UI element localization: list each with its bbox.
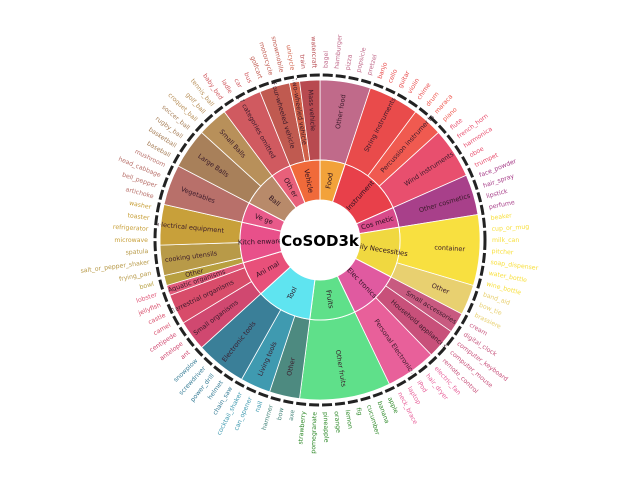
item-label-washer: washer <box>128 200 152 211</box>
item-label-lemon: lemon <box>344 409 354 429</box>
category-label-food: Food <box>324 172 335 189</box>
item-label-pomegranate: pomegranate <box>310 412 318 454</box>
item-label-hammer: hammer <box>261 404 275 431</box>
item-label-orange: orange <box>333 411 342 434</box>
item-label-toaster: toaster <box>127 212 150 222</box>
item-label-spatula: spatula <box>125 248 148 256</box>
subcategory-label-other: Other <box>285 357 297 377</box>
item-label-milk-can: milk_can <box>492 237 519 244</box>
item-label-bowl: bowl <box>139 281 155 292</box>
item-label-refrigerator: refrigerator <box>113 224 149 233</box>
item-label-pretzel: pretzel <box>366 54 379 77</box>
item-label-oboe: oboe <box>468 145 485 159</box>
item-label-nail: nail <box>254 400 265 413</box>
subcategory-label-mass-vehicle: Mass vehicle <box>306 89 317 131</box>
item-label-pizza: pizza <box>344 54 353 71</box>
item-label-cup-or-mug: cup_or_mug <box>491 224 529 233</box>
item-label-ant: ant <box>179 349 192 361</box>
item-label-lipstick: lipstick <box>486 188 509 200</box>
item-label-perfume: perfume <box>488 199 515 211</box>
item-label-train: train <box>298 54 306 69</box>
item-label-banjo: banjo <box>377 61 390 80</box>
item-label-bow: bow <box>276 407 286 421</box>
item-label-cello: cello <box>387 68 399 84</box>
item-label-strawberry: strawberry <box>297 411 307 445</box>
dashed-border-ring <box>153 73 487 407</box>
item-label-watercraft: watercraft <box>309 36 317 69</box>
center-title: CoSOD3k <box>281 232 360 250</box>
item-label-hamburger: hamburger <box>334 34 344 69</box>
outer-edge-circle <box>158 78 482 402</box>
center-disc <box>280 200 360 280</box>
category-label-fruits: Fruits <box>324 289 335 309</box>
item-label-axe: axe <box>288 409 297 421</box>
item-label-car: car <box>232 77 243 89</box>
item-label-microwave: microwave <box>114 237 148 244</box>
item-label-frying-pan: frying_pan <box>119 270 152 283</box>
dashed-border-circle <box>153 73 487 407</box>
subcategory-label-container: container <box>434 243 466 253</box>
item-label-pineapple: pineapple <box>322 412 330 443</box>
item-label-soap-dispenser: soap_dispenser <box>490 259 539 272</box>
item-label-fig: fig <box>354 407 363 416</box>
item-label-pitcher: pitcher <box>491 248 514 256</box>
item-label-bus: bus <box>242 71 253 84</box>
item-label-bagel: bagel <box>323 51 331 69</box>
item-label-apple: apple <box>386 396 399 415</box>
item-label-ipod: iPod <box>415 379 428 394</box>
item-label-unicycle: unicycle <box>285 44 296 71</box>
item-label-artichoke: artichoke <box>125 186 155 200</box>
category-label-kitch-enware: Kitch enware <box>238 237 282 246</box>
item-label-beaker: beaker <box>490 212 512 222</box>
item-label-popsicle: popsicle <box>355 47 368 74</box>
